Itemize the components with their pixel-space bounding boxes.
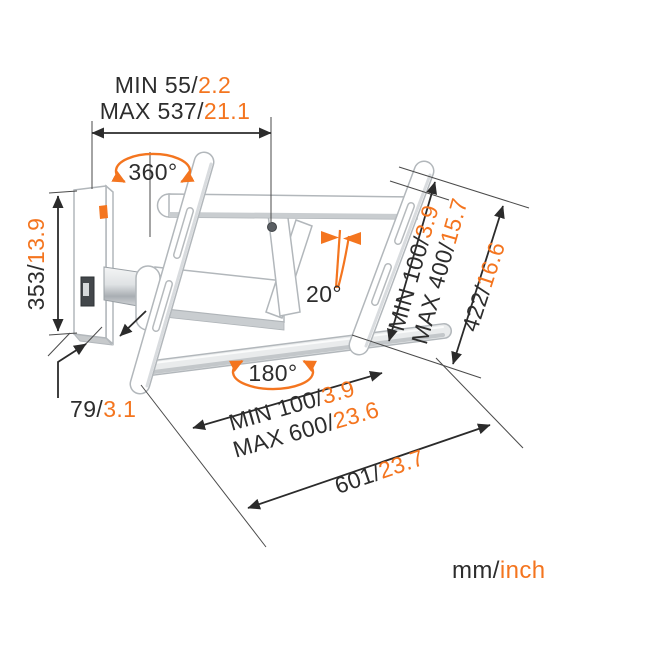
swivel-180-arc-icon [228,360,318,391]
label-swivel-360: 360° [128,159,177,185]
tilt-pivot-screw [267,222,277,232]
release-clip-orange [99,205,108,219]
label-tilt-angle: 20° [306,281,342,307]
dim-plate-depth-arrow [119,310,147,337]
label-swivel-180: 180° [248,360,297,386]
label-wall-distance-max: MAX 537/21.1 [100,98,251,124]
label-wall-distance-min: MIN 55/2.2 [115,72,232,98]
dim-bracket-height-line [451,205,505,365]
arm-upper-edge [169,212,417,219]
svg-text:422/16.6: 422/16.6 [457,238,510,334]
svg-text:601/23.7: 601/23.7 [331,444,427,499]
mount-drawing [72,151,452,395]
unit-legend: mm/inch [452,557,546,584]
dim-vesa-horizontal-line [192,371,383,430]
arm-first-silver [103,266,139,307]
angle-symbols [111,152,361,391]
wall-plate [72,184,114,346]
dim-vesa-vertical-line [387,181,437,342]
dim-plate-depth-leader [57,343,87,398]
extension-lines [47,117,530,548]
label-plate-depth: 79/3.1 [70,396,136,422]
lock-latch-detail [83,283,89,296]
swivel-360-arc-icon [111,152,195,183]
tilt-indicator-icon [321,229,361,289]
tv-rail-left [129,151,215,395]
dim-bracket-width-line [247,423,491,510]
arm-upper [156,193,418,220]
dimension-lines [52,127,505,510]
label-plate-height: 353/13.9 [23,218,49,311]
arm-second [154,266,285,331]
label-bracket-width: 601/23.7 [331,444,427,499]
label-bracket-height: 422/16.6 [457,238,510,334]
